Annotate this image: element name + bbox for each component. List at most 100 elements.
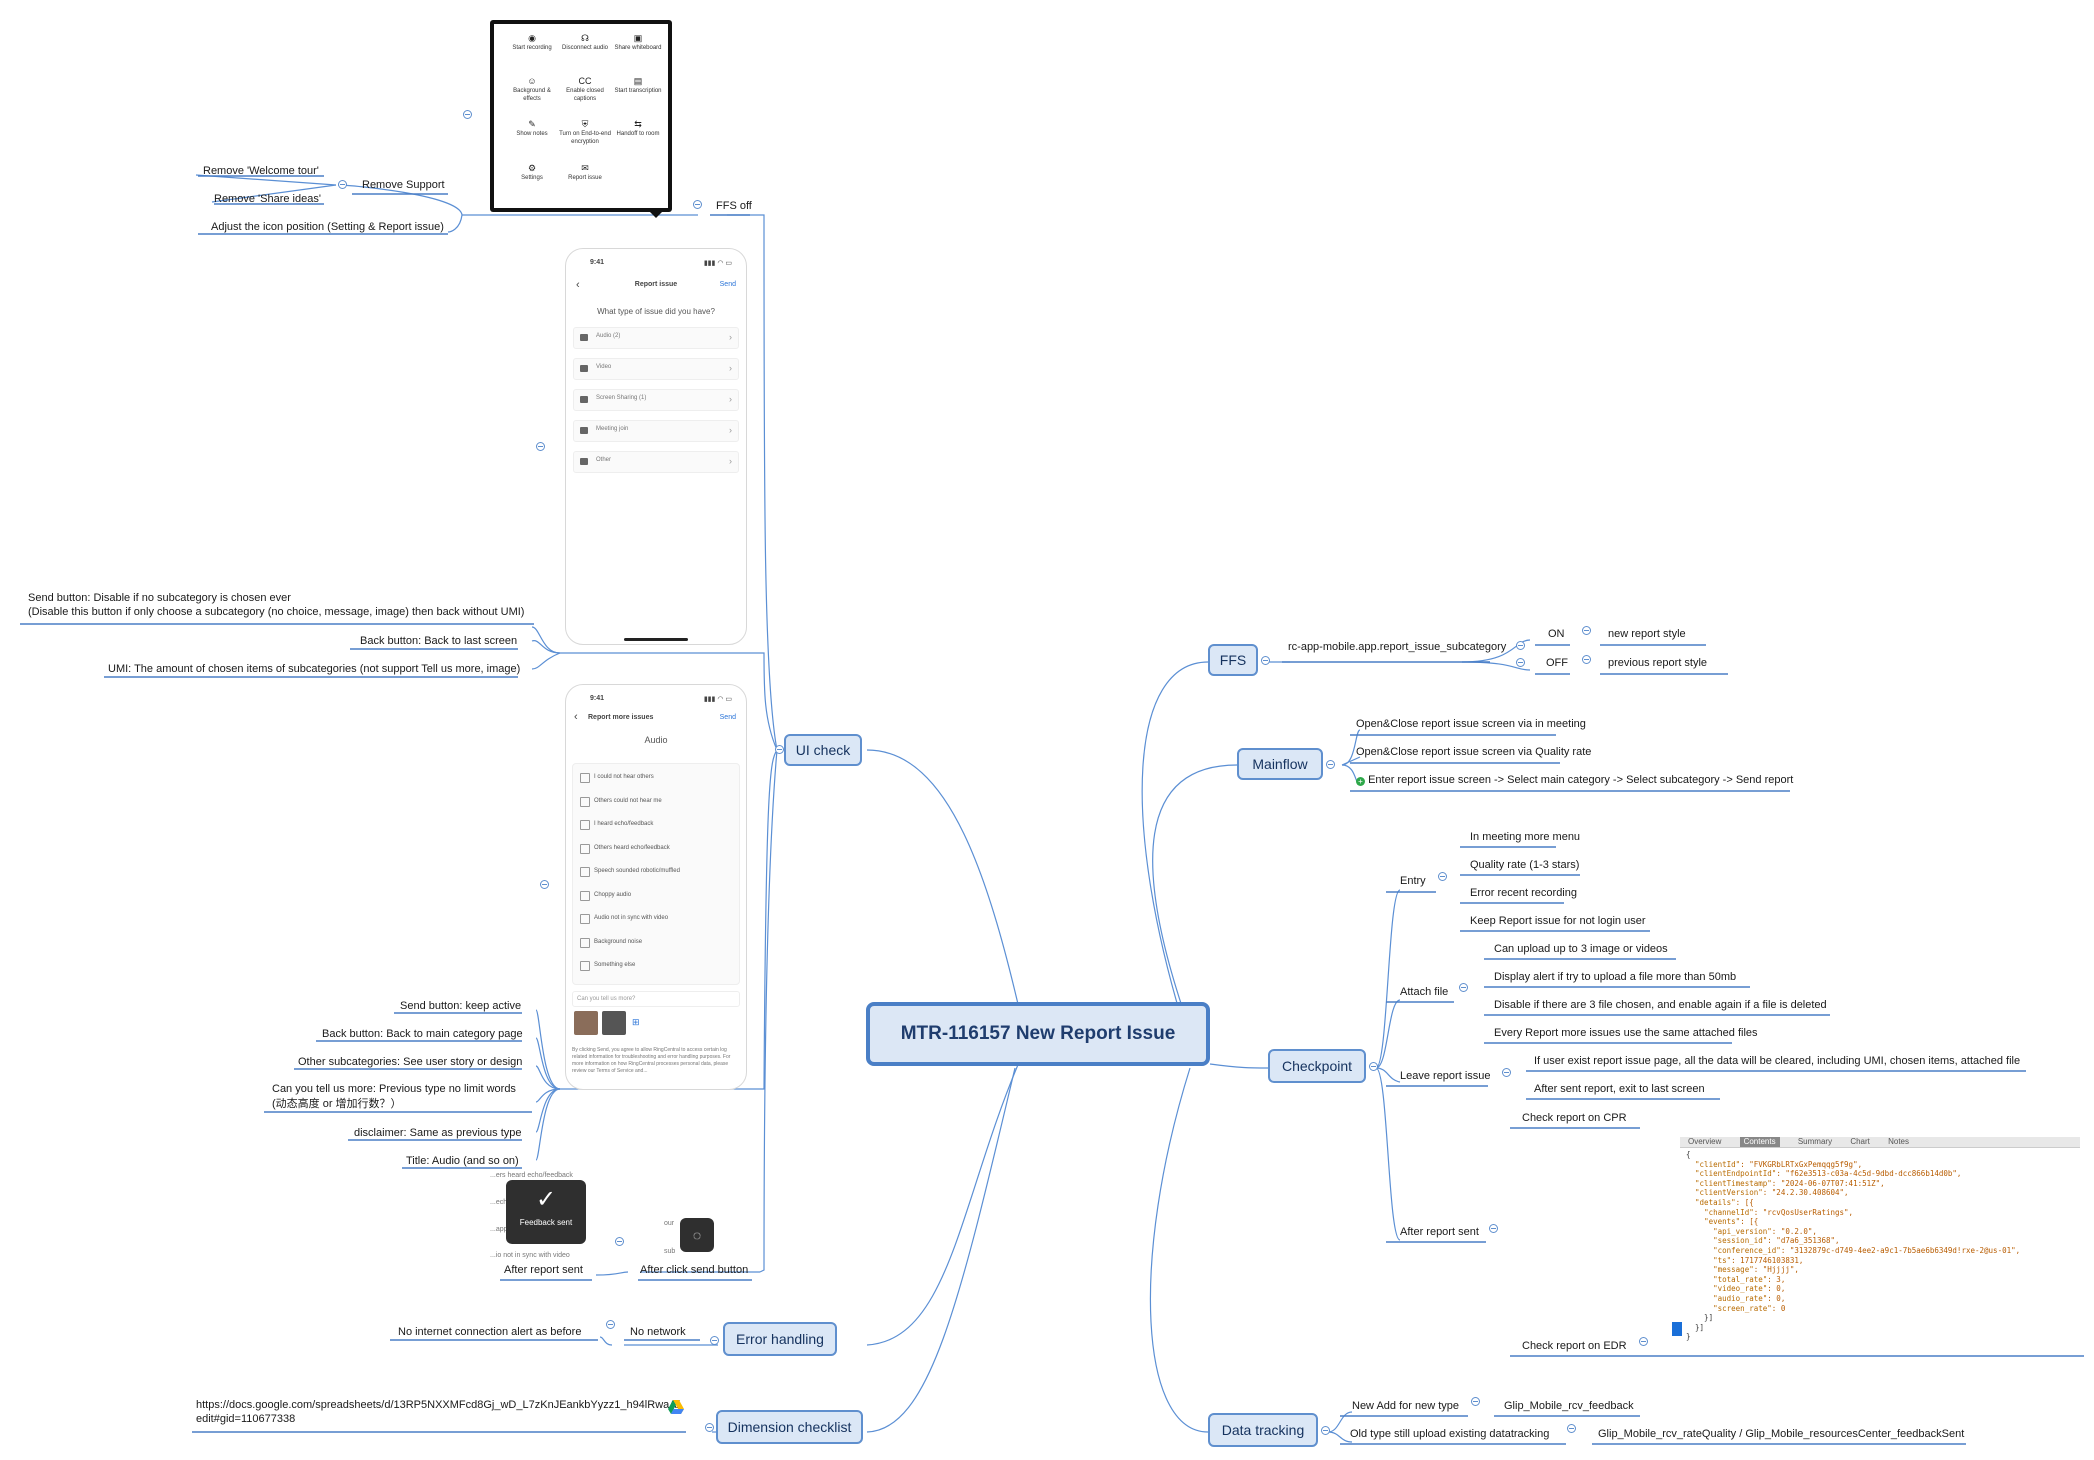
status-icons: ▮▮▮ ◠ ▭ [703, 696, 732, 703]
collapse-toggle[interactable] [710, 1336, 719, 1345]
menu-item-label: Background & effects [513, 88, 551, 102]
menu-item-label: Disconnect audio [561, 45, 609, 51]
checkbox[interactable] [580, 843, 590, 854]
category-row[interactable]: Other› [573, 451, 739, 473]
collapse-toggle[interactable] [1516, 641, 1525, 650]
checklist-url[interactable]: https://docs.google.com/spreadsheets/d/1… [196, 1399, 680, 1411]
dt-new-event: Glip_Mobile_rcv_feedback [1504, 1400, 1634, 1412]
collapse-toggle[interactable] [615, 1237, 624, 1246]
branch-ui-check[interactable]: UI check [784, 734, 862, 766]
menu-item[interactable]: ⇆Handoff to room [610, 120, 666, 138]
category-label: Video [596, 364, 612, 370]
menu-item-icon: ⚙ [527, 163, 537, 173]
chevron-right-icon: › [729, 332, 732, 342]
menu-item-label: Show notes [516, 131, 548, 137]
attachment-thumb[interactable] [602, 1011, 626, 1035]
branch-mainflow[interactable]: Mainflow [1237, 748, 1323, 780]
attach-item: Display alert if try to upload a file mo… [1494, 971, 1737, 983]
collapse-toggle[interactable] [693, 200, 702, 209]
status-time: 9:41 [590, 695, 605, 702]
checklist-url-2[interactable]: edit#gid=110677338 [196, 1413, 296, 1425]
checkbox[interactable] [580, 914, 590, 924]
ghost-text: sub [664, 1248, 676, 1255]
tab-overview[interactable]: Overview [1688, 1137, 1722, 1146]
branch-mainflow-label: Mainflow [1252, 756, 1308, 772]
title-audio-note: Title: Audio (and so on) [406, 1155, 519, 1167]
central-title: MTR-116157 New Report Issue [900, 1023, 1176, 1044]
menu-item[interactable]: ▤Start transcription [610, 77, 666, 95]
back-chevron-icon[interactable]: ‹ [574, 711, 578, 723]
collapse-toggle[interactable] [536, 442, 545, 451]
tab-contents[interactable]: Contents [1739, 1137, 1780, 1147]
menu-item[interactable]: ◉Start recording [504, 34, 560, 52]
attachment-thumb[interactable] [574, 1011, 598, 1035]
branch-error-handling[interactable]: Error handling [723, 1322, 837, 1356]
collapse-toggle[interactable] [1471, 1397, 1480, 1406]
menu-item[interactable]: ✎Show notes [504, 120, 560, 138]
collapse-toggle[interactable] [1516, 658, 1525, 667]
collapse-toggle[interactable] [1489, 1224, 1498, 1233]
collapse-toggle[interactable] [1261, 656, 1270, 665]
tell-more-input[interactable]: Can you tell us more? [572, 991, 740, 1007]
menu-item-icon: ☊ [581, 33, 589, 43]
branch-dimension-checklist-label: Dimension checklist [727, 1419, 852, 1435]
category-label: Screen Sharing (1) [596, 395, 647, 401]
collapse-toggle[interactable] [1639, 1337, 1648, 1346]
collapse-toggle[interactable] [1369, 1062, 1378, 1071]
branch-ffs[interactable]: FFS [1208, 644, 1258, 676]
question-text: What type of issue did you have? [597, 307, 715, 316]
collapse-toggle[interactable] [1582, 655, 1591, 664]
report-issue-screen: 9:41 ▮▮▮ ◠ ▭ ‹ Report issue Send What ty… [565, 248, 747, 645]
collapse-toggle[interactable] [338, 180, 347, 189]
meeting-icon [580, 427, 588, 434]
menu-item[interactable]: ⛨Turn on End-to-end encryption [557, 120, 613, 146]
menu-item[interactable]: ☺Background & effects [504, 77, 560, 103]
json-line: "clientVersion": "24.2.30.408604", [1695, 1188, 1849, 1198]
collapse-toggle[interactable] [775, 745, 784, 754]
collapse-toggle[interactable] [1567, 1424, 1576, 1433]
checkbox[interactable] [580, 961, 590, 971]
category-row[interactable]: Video› [573, 358, 739, 380]
branch-checkpoint[interactable]: Checkpoint [1268, 1049, 1366, 1083]
checkbox[interactable] [580, 867, 590, 877]
checkbox[interactable] [580, 937, 590, 948]
branch-dimension-checklist[interactable]: Dimension checklist [716, 1410, 863, 1444]
checkbox[interactable] [580, 890, 590, 901]
menu-item[interactable]: ☊ Disconnect audio [557, 34, 613, 52]
collapse-toggle[interactable] [463, 110, 472, 119]
collapse-toggle[interactable] [1502, 1068, 1511, 1077]
collapse-toggle[interactable] [606, 1320, 615, 1329]
menu-item[interactable]: ✉Report issue [557, 164, 613, 182]
collapse-toggle[interactable] [1582, 626, 1591, 635]
add-attachment-icon[interactable]: ⊞ [632, 1017, 640, 1027]
checkbox[interactable] [580, 773, 590, 783]
category-row[interactable]: Meeting join› [573, 420, 739, 442]
scroll-marker[interactable] [1672, 1322, 1682, 1336]
collapse-toggle[interactable] [1321, 1426, 1330, 1435]
tab-notes[interactable]: Notes [1888, 1137, 1910, 1146]
status-icons: ▮▮▮ ◠ ▭ [703, 260, 732, 267]
collapse-toggle[interactable] [1459, 983, 1468, 992]
menu-item[interactable]: ⚙ Settings [504, 164, 560, 182]
category-row[interactable]: Screen Sharing (1)› [573, 389, 739, 411]
branch-data-tracking[interactable]: Data tracking [1208, 1413, 1318, 1447]
category-row[interactable]: Audio (2)› [573, 327, 739, 349]
menu-item[interactable]: ▣Share whiteboard [610, 34, 666, 52]
json-line: "events": [{ [1704, 1217, 1759, 1227]
tab-chart[interactable]: Chart [1850, 1137, 1870, 1146]
collapse-toggle[interactable] [1438, 872, 1447, 881]
tab-summary[interactable]: Summary [1797, 1137, 1833, 1146]
google-drive-icon[interactable] [668, 1400, 684, 1414]
send-link[interactable]: Send [719, 281, 736, 288]
collapse-toggle[interactable] [705, 1423, 714, 1432]
dt-new-type: New Add for new type [1352, 1400, 1460, 1412]
checkbox[interactable] [580, 796, 590, 807]
menu-item-label: Settings [521, 175, 543, 181]
collapse-toggle[interactable] [1326, 760, 1335, 769]
central-topic[interactable]: MTR-116157 New Report Issue [866, 1002, 1210, 1066]
send-link[interactable]: Send [719, 714, 736, 721]
back-chevron-icon[interactable]: ‹ [576, 279, 580, 291]
collapse-toggle[interactable] [540, 880, 549, 889]
checkbox[interactable] [580, 820, 590, 830]
